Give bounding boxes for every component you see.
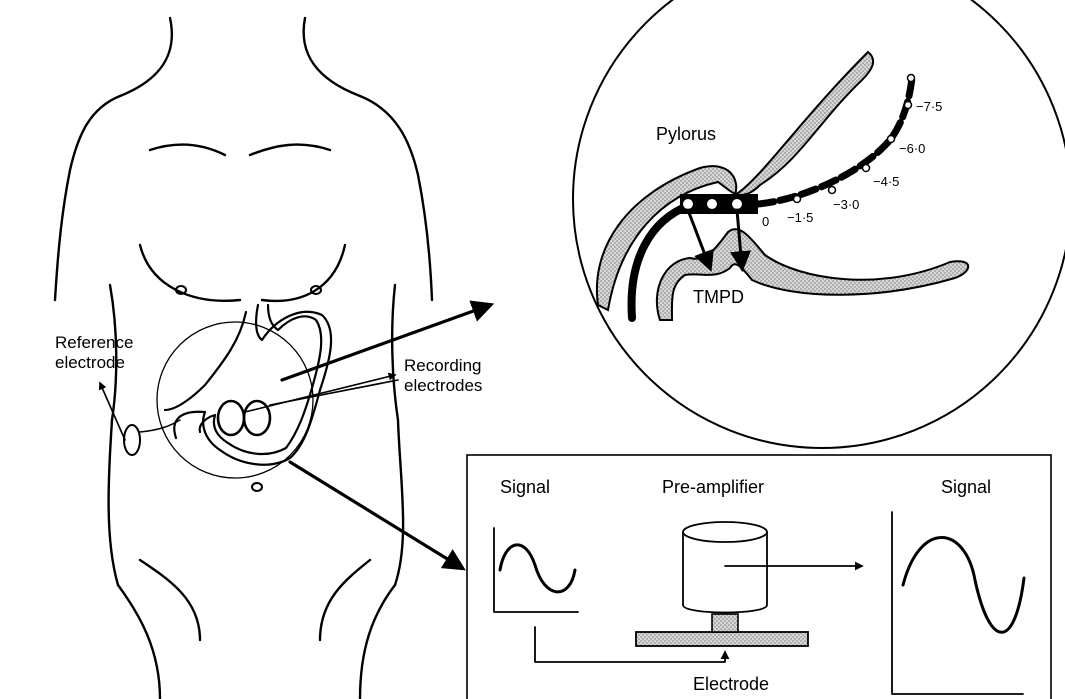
catheter-mark-1-5: −1·5 [787, 210, 813, 225]
catheter-mark-4-5: −4·5 [873, 174, 899, 189]
catheter-mark-3-0: −3·0 [833, 197, 859, 212]
electrode-base-plate [636, 632, 808, 646]
reference-electrode-label-2: electrode [55, 353, 125, 372]
tmpd-electrode-1 [682, 198, 694, 210]
recording-electrodes-pointer-1 [245, 375, 395, 412]
marker-dot-2 [829, 187, 836, 194]
tmpd-label: TMPD [693, 287, 744, 307]
output-signal-wave [903, 538, 1024, 633]
navel [252, 483, 262, 491]
catheter-mark-7-5: −7·5 [916, 99, 942, 114]
abdomen-magnifier-circle [157, 322, 313, 478]
catheter-mark-6-0: −6·0 [899, 141, 925, 156]
marker-dot-5 [905, 102, 912, 109]
signal-output-label: Signal [941, 477, 991, 497]
recording-electrodes-label-1: Recording [404, 356, 482, 375]
electrode-label: Electrode [693, 674, 769, 694]
catheter-mark-0: 0 [762, 214, 769, 229]
marker-dot-6 [908, 75, 915, 82]
reference-electrode-pointer [100, 383, 125, 440]
reference-electrode-label-1: Reference [55, 333, 133, 352]
marker-dot-3 [863, 165, 870, 172]
zoom-arrow-to-amplifier [290, 462, 462, 568]
recording-electrode-left [218, 401, 244, 435]
output-signal-axes [892, 512, 1023, 694]
stomach-outline [165, 305, 331, 465]
tmpd-electrode-2 [706, 198, 718, 210]
tmpd-electrode-3 [731, 198, 743, 210]
pre-amplifier-cylinder [683, 522, 767, 613]
signal-input-label: Signal [500, 477, 550, 497]
pylorus-label: Pylorus [656, 124, 716, 144]
pre-amplifier-label: Pre-amplifier [662, 477, 764, 497]
electrode-contact [712, 614, 738, 632]
marker-dot-1 [794, 196, 801, 203]
recording-electrodes-pointer-2 [270, 380, 398, 405]
input-signal-wave [500, 545, 575, 592]
marker-dot-4 [888, 136, 895, 143]
recording-electrodes-label-2: electrodes [404, 376, 482, 395]
